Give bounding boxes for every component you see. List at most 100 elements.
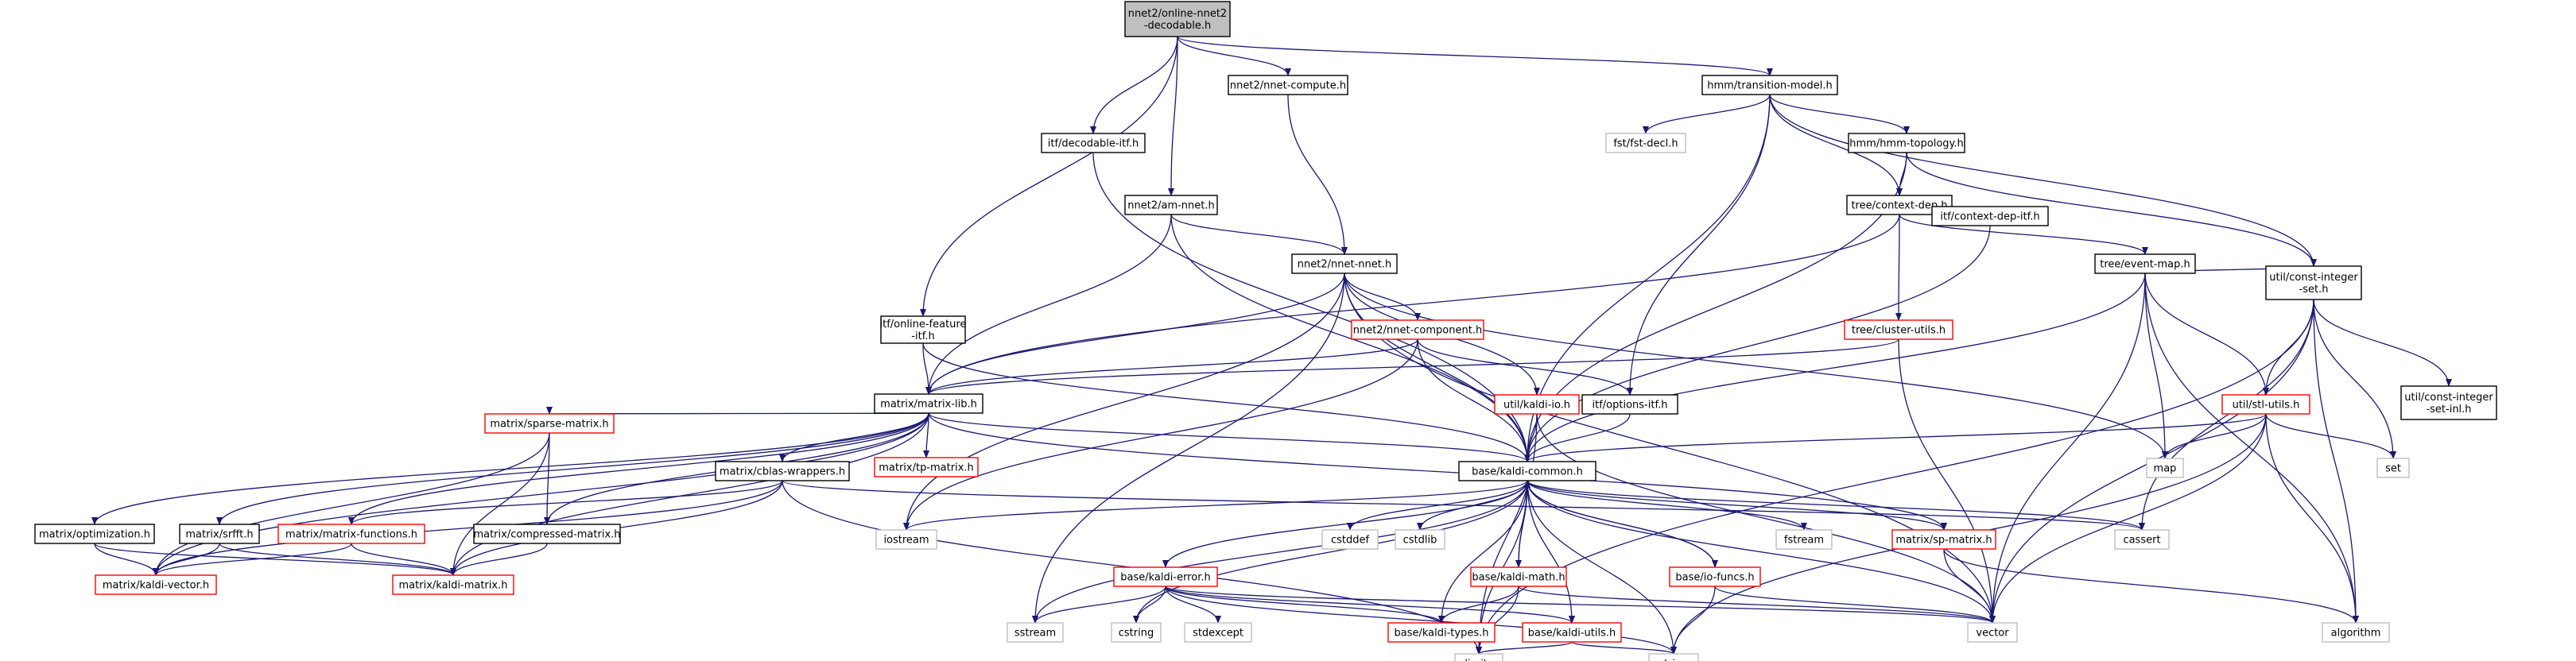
- node-label: matrix/sp-matrix.h: [1895, 535, 1992, 547]
- node-label: cstring: [1119, 628, 1154, 640]
- edge-nnet_component-to-kaldi_common: [1417, 338, 1530, 462]
- node-box: [2322, 622, 2390, 643]
- edge-kaldi_common-to-fstream: [1527, 480, 1807, 531]
- node-cluster-utils[interactable]: tree/cluster-utils.h: [1844, 319, 1953, 340]
- node-kaldi-io[interactable]: util/kaldi-io.h: [1494, 394, 1580, 415]
- node-box: [1387, 622, 1496, 643]
- node-ctx-dep-itf[interactable]: itf/context-dep-itf.h: [1931, 206, 2049, 226]
- node-label: base/kaldi-common.h: [1472, 466, 1583, 478]
- edge-kaldi_math-to-kaldi_common: [1518, 480, 1530, 568]
- node-box: [1184, 622, 1252, 643]
- node-box: [1844, 319, 1953, 340]
- node-am-nnet[interactable]: nnet2/am-nnet.h: [1124, 195, 1218, 215]
- node-hmm-topology[interactable]: hmm/hmm-topology.h: [1848, 133, 1965, 153]
- node-matrix-functions[interactable]: matrix/matrix-functions.h: [277, 524, 425, 544]
- node-box: [2400, 385, 2497, 420]
- node-sparse-matrix[interactable]: matrix/sparse-matrix.h: [484, 413, 615, 434]
- edge-matrix_lib-to-kaldi_common: [928, 412, 1530, 462]
- node-options-itf[interactable]: itf/options-itf.h: [1581, 394, 1678, 415]
- node-sp-matrix[interactable]: matrix/sp-matrix.h: [1891, 529, 1996, 550]
- edge-transition_model-to-fst_decl: [1643, 94, 1771, 134]
- node-fst-decl: fst/fst-decl.h: [1605, 133, 1686, 153]
- node-const-int-set-inl[interactable]: util/const-integer-set-inl.h: [2400, 385, 2497, 420]
- node-kaldi-math[interactable]: base/kaldi-math.h: [1470, 566, 1567, 587]
- edge-kaldi_error-to-vector: [1165, 586, 1996, 624]
- edge-matrix_lib-to-tp_matrix: [923, 412, 930, 458]
- node-io-funcs[interactable]: base/io-funcs.h: [1669, 566, 1761, 587]
- node-box: [277, 524, 425, 544]
- node-transition-model[interactable]: hmm/transition-model.h: [1701, 75, 1838, 95]
- node-label: -decodable.h: [1144, 20, 1212, 32]
- edge-kaldi_math-to-kaldi_types: [1438, 586, 1519, 624]
- edge-hmm_topology-to-const_int_set: [1906, 152, 2317, 267]
- edge-nnet_compute-to-nnet_nnet: [1287, 94, 1348, 255]
- node-label: hmm/transition-model.h: [1707, 80, 1832, 92]
- edge-const_int_set-to-limits: [1476, 299, 2314, 655]
- edge-event_map-to-kaldi_common: [1524, 273, 2146, 462]
- node-box: [2114, 529, 2170, 550]
- node-label: base/kaldi-error.h: [1120, 572, 1210, 584]
- node-kaldi-common[interactable]: base/kaldi-common.h: [1458, 461, 1596, 481]
- node-box: [1669, 566, 1761, 587]
- edge-cblas_wrappers-to-cassert: [782, 480, 2145, 531]
- node-label: nnet2/online-nnet2: [1128, 8, 1227, 20]
- edge-context_dep-to-event_map: [1899, 214, 2148, 255]
- node-box: [1848, 133, 1965, 153]
- node-layer: nnet2/online-nnet2-decodable.h itf/online…: [34, 1, 2497, 661]
- edge-optimization-to-kaldi_vector: [94, 543, 159, 576]
- edge-io_funcs-to-vector: [1714, 586, 1996, 624]
- node-itf-online-feature[interactable]: itf/online-feature-itf.h: [880, 315, 967, 344]
- edge-srfft-to-kaldi_vector: [153, 543, 220, 576]
- node-box: [1291, 253, 1398, 274]
- node-tp-matrix[interactable]: matrix/tp-matrix.h: [874, 457, 979, 477]
- node-optimization[interactable]: matrix/optimization.h: [34, 524, 155, 544]
- node-kaldi-utils[interactable]: base/kaldi-utils.h: [1522, 622, 1622, 643]
- edge-nnet_nnet-to-map: [1344, 273, 2168, 459]
- edge-matrix_lib-to-matrix_functions: [348, 412, 929, 525]
- node-nnet-component[interactable]: nnet2/nnet-component.h: [1351, 319, 1484, 340]
- node-kaldi-matrix[interactable]: matrix/kaldi-matrix.h: [392, 574, 514, 595]
- node-matrix-lib[interactable]: matrix/matrix-lib.h: [874, 393, 983, 414]
- node-box: [1470, 566, 1567, 587]
- node-label: matrix/sparse-matrix.h: [490, 419, 608, 431]
- node-compressed-matrix[interactable]: matrix/compressed-matrix.h: [473, 524, 621, 544]
- node-kaldi-error[interactable]: base/kaldi-error.h: [1113, 566, 1218, 587]
- edge-nnet_component-to-options_itf: [1417, 338, 1633, 396]
- edge-kaldi_error-to-cstring: [1133, 586, 1166, 624]
- edge-kaldi_common-to-kaldi_types: [1438, 480, 1528, 624]
- node-box: [875, 529, 937, 550]
- edge-const_int_set-to-const_int_set_inl: [2313, 299, 2452, 387]
- edge-cblas_wrappers-to-matrix_functions: [348, 480, 783, 525]
- edge-matrix_lib-to-kaldi_vector: [153, 412, 929, 576]
- node-label: -itf.h: [911, 330, 934, 342]
- edge-kaldi_common-to-cstddef: [1347, 480, 1528, 531]
- node-itf-decodable[interactable]: itf/decodable-itf.h: [1041, 133, 1146, 153]
- node-event-map[interactable]: tree/event-map.h: [2094, 253, 2196, 274]
- node-label: matrix/srfft.h: [185, 529, 253, 541]
- node-nnet-compute[interactable]: nnet2/nnet-compute.h: [1228, 75, 1348, 95]
- node-nnet-nnet[interactable]: nnet2/nnet-nnet.h: [1291, 253, 1398, 274]
- edge-nnet_nnet-to-nnet_component: [1344, 273, 1421, 321]
- node-cstdlib: cstdlib: [1395, 529, 1445, 550]
- node-stl-utils[interactable]: util/stl-utils.h: [2221, 394, 2310, 415]
- edge-root-to-itf_decodable: [1090, 36, 1178, 134]
- node-srfft[interactable]: matrix/srfft.h: [179, 524, 260, 544]
- node-sstream: sstream: [1007, 622, 1064, 643]
- edge-kaldi_error-to-stdexcept: [1165, 586, 1221, 624]
- node-label: algorithm: [2331, 628, 2381, 640]
- node-cblas-wrappers[interactable]: matrix/cblas-wrappers.h: [715, 461, 850, 481]
- node-box: [880, 315, 966, 344]
- edge-nnet_component-to-matrix_lib: [925, 338, 1418, 395]
- edge-kaldi_common-to-sstream: [1032, 480, 1528, 624]
- node-string: string: [1648, 653, 1699, 661]
- node-label: matrix/optimization.h: [39, 529, 150, 541]
- edge-kaldi_math-to-vector: [1518, 586, 1996, 624]
- node-label: itf/decodable-itf.h: [1048, 138, 1139, 150]
- node-kaldi-types[interactable]: base/kaldi-types.h: [1387, 622, 1496, 643]
- edge-kaldi_error-to-kaldi_utils: [1165, 586, 1575, 624]
- node-root[interactable]: nnet2/online-nnet2-decodable.h: [1124, 1, 1231, 37]
- node-kaldi-vector[interactable]: matrix/kaldi-vector.h: [95, 574, 217, 595]
- node-const-int-set[interactable]: util/const-integer-set.h: [2265, 265, 2362, 300]
- edge-itf_online_feature-to-matrix_lib: [922, 342, 932, 395]
